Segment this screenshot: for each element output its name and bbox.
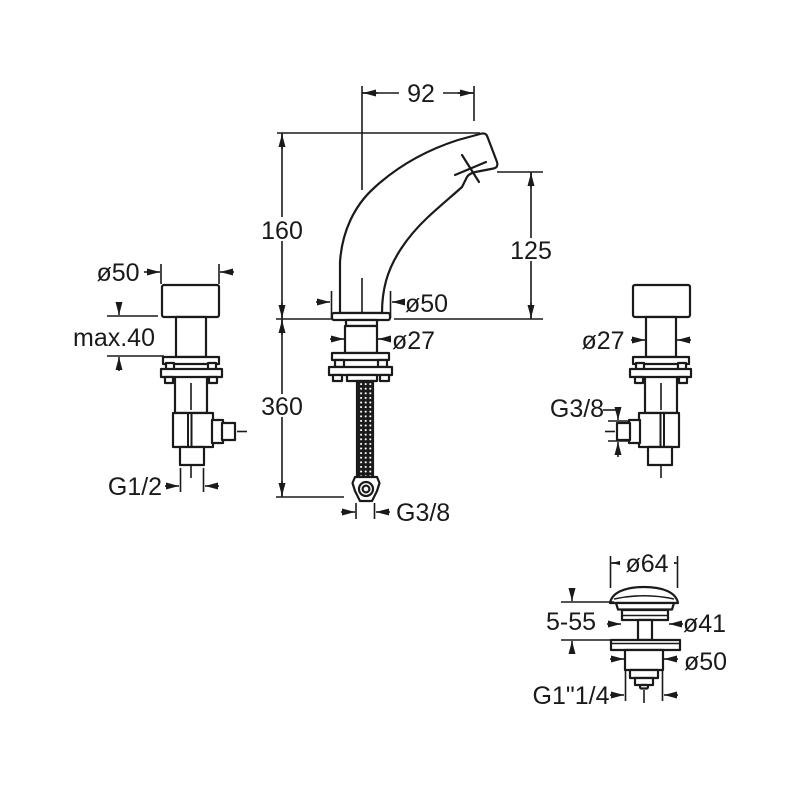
dim-left-inlet-thread: G1/2	[108, 473, 162, 501]
spout-shank	[343, 324, 379, 355]
dim-left-handle-diameter: ø50	[96, 259, 139, 287]
drain-body	[623, 648, 665, 672]
spout-assembly	[327, 132, 499, 503]
dim-spout-shank-diameter: ø27	[392, 327, 435, 355]
dim-drain-height-range: 5-55	[546, 608, 596, 636]
dim-drain-plug-diameter: ø41	[683, 610, 726, 638]
supply-hose	[351, 379, 381, 503]
hose-braid	[355, 379, 375, 479]
valve-inlet-connector	[178, 445, 206, 467]
valve-handle	[160, 283, 221, 319]
dim-drain-thread: G1"1/4	[533, 682, 610, 710]
valve-stem	[174, 315, 208, 359]
left-valve-assembly	[159, 283, 247, 478]
dim-hose-thread: G3/8	[396, 499, 450, 527]
dim-max-deck-thickness: max.40	[73, 324, 155, 352]
valve-lower-body	[171, 411, 215, 449]
drain-flange	[609, 638, 682, 652]
dim-spout-height: 160	[261, 217, 303, 245]
drain-assembly	[608, 585, 682, 703]
dimension-labels: 92 160 125 ø50 ø27 360 G3/8 ø50 max.40 G…	[73, 80, 727, 710]
spout-body	[338, 132, 499, 315]
dim-right-outlet-thread: G3/8	[550, 395, 604, 423]
spout-joint-mark-2	[453, 160, 488, 177]
dim-spout-reach: 92	[407, 80, 435, 108]
dim-spout-outlet-height: 125	[510, 237, 552, 265]
dim-right-shank-diameter: ø27	[581, 327, 624, 355]
spout-escutcheon	[327, 311, 394, 383]
dim-spout-base-diameter: ø50	[405, 290, 448, 318]
dim-hose-length: 360	[261, 393, 303, 421]
dim-drain-body-diameter: ø50	[684, 648, 727, 676]
drain-stem	[636, 618, 654, 642]
dim-drain-cap-diameter: ø64	[625, 550, 668, 578]
